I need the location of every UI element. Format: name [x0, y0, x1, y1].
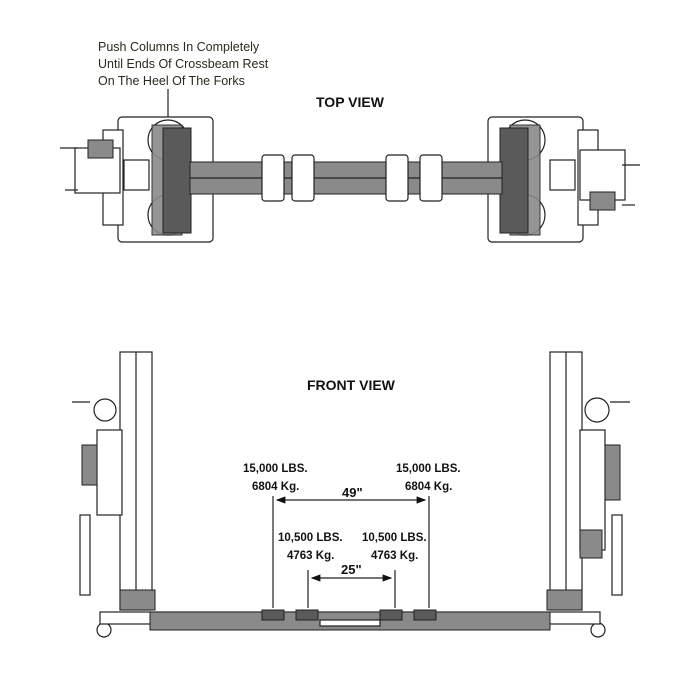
right-column-top [487, 116, 640, 243]
front-view: FRONT VIEW [72, 351, 630, 638]
inner-dimension: 25" 10,500 LBS. 4763 Kg. 10,500 LBS. 476… [278, 532, 427, 608]
inner-span-label: 25" [341, 562, 362, 577]
crossbeam-top [189, 154, 503, 202]
note-line-1: Push Columns In Completely [98, 40, 260, 54]
note-line-3: On The Heel Of The Forks [98, 74, 245, 88]
note-line-2: Until Ends Of Crossbeam Rest [98, 57, 269, 71]
outer-right-lbs: 15,000 LBS. [396, 463, 461, 475]
base-beam-front [99, 609, 601, 631]
outer-dimension: 49" 15,000 LBS. 6804 Kg. 15,000 LBS. 680… [243, 463, 461, 608]
left-column-top [60, 116, 214, 243]
outer-left-lbs: 15,000 LBS. [243, 463, 308, 475]
right-column-front [546, 351, 630, 638]
outer-span-label: 49" [342, 485, 363, 500]
inner-left-lbs: 10,500 LBS. [278, 532, 343, 544]
outer-left-kg: 6804 Kg. [252, 481, 299, 493]
outer-right-kg: 6804 Kg. [405, 481, 452, 493]
top-view-title: TOP VIEW [316, 94, 385, 110]
front-view-title: FRONT VIEW [307, 377, 396, 393]
top-view: Push Columns In Completely Until Ends Of… [60, 40, 640, 243]
inner-right-lbs: 10,500 LBS. [362, 532, 427, 544]
inner-right-kg: 4763 Kg. [371, 550, 418, 562]
inner-left-kg: 4763 Kg. [287, 550, 334, 562]
left-column-front [72, 351, 156, 638]
